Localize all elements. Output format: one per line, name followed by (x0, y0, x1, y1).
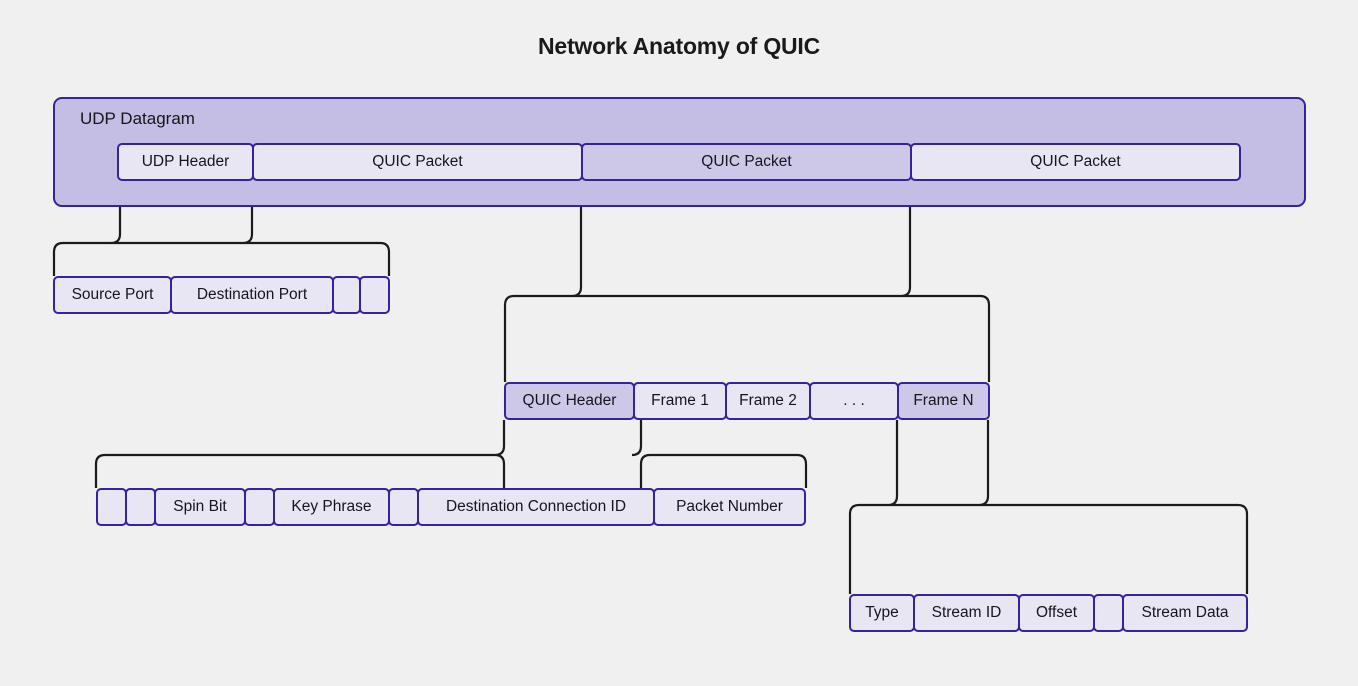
quic-packet-field-frame-n: Frame N (897, 382, 990, 420)
framen-to-stream-frame-fields (848, 420, 1249, 594)
quic-header-to-quic-header-fields (94, 420, 506, 488)
quic-header-field-empty (244, 488, 275, 526)
quic-packet-field-empty: . . . (809, 382, 899, 420)
quic-header-field-spin-bit: Spin Bit (154, 488, 246, 526)
quic-header-field-empty (388, 488, 419, 526)
quic-packet-field-frame-1: Frame 1 (633, 382, 727, 420)
quic-packet-field-frame-2: Frame 2 (725, 382, 811, 420)
quic-frame-field-stream-data: Stream Data (1122, 594, 1248, 632)
udp-header-field-empty (332, 276, 361, 314)
udp-header-to-udp-header-fields (52, 207, 391, 276)
quic-header-field-empty (96, 488, 127, 526)
frame1-to-quic-frame-fields (631, 420, 808, 488)
quic-frame-field-type: Type (849, 594, 915, 632)
udp-datagram-field-quic-packet: QUIC Packet (910, 143, 1241, 181)
quic-frame-field-offset: Offset (1018, 594, 1095, 632)
udp-datagram-field-udp-header: UDP Header (117, 143, 254, 181)
udp-header-field-destination-port: Destination Port (170, 276, 334, 314)
quic-header-field-packet-number: Packet Number (653, 488, 806, 526)
udp-datagram-field-quic-packet: QUIC Packet (581, 143, 912, 181)
quic-frame-field-empty (1093, 594, 1124, 632)
quic-header-field-empty (125, 488, 156, 526)
quic-frame-field-stream-id: Stream ID (913, 594, 1020, 632)
quic-packet-field-quic-header: QUIC Header (504, 382, 635, 420)
quic-packet-to-quic-packet-fields (503, 207, 991, 382)
udp-datagram-field-quic-packet: QUIC Packet (252, 143, 583, 181)
udp-header-field-empty (359, 276, 390, 314)
udp-datagram-label: UDP Datagram (80, 109, 195, 128)
udp-header-field-source-port: Source Port (53, 276, 172, 314)
page-title: Network Anatomy of QUIC (537, 33, 821, 59)
quic-header-field-key-phrase: Key Phrase (273, 488, 390, 526)
quic-header-field-destination-connection-id: Destination Connection ID (417, 488, 655, 526)
